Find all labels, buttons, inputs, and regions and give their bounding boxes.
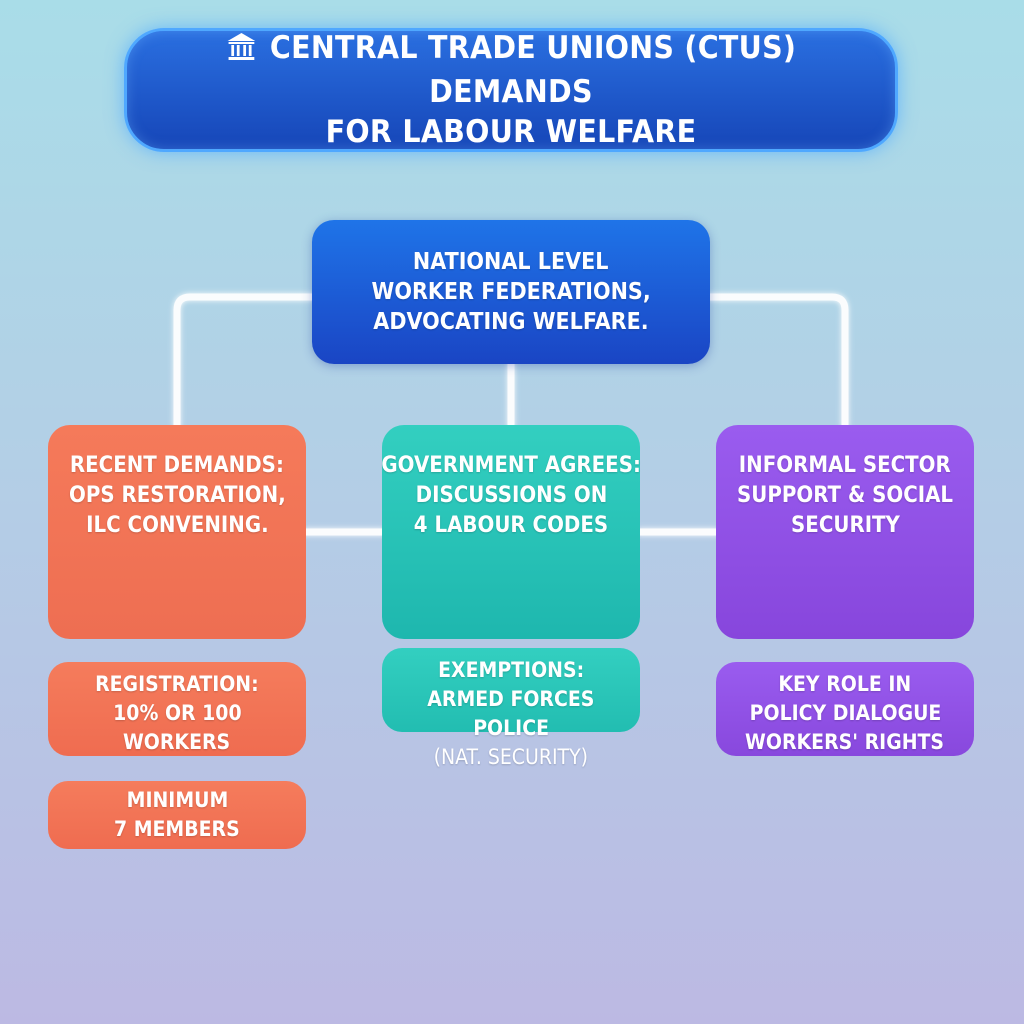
informal-line-2: SUPPORT & SOCIAL — [736, 483, 954, 508]
connector-right — [706, 293, 849, 429]
government-agrees-node: GOVERNMENT AGREES: DISCUSSIONS ON 4 LABO… — [381, 425, 641, 639]
minimum-members-node: MINIMUM 7 MEMBERS — [48, 781, 306, 849]
government-line-1: GOVERNMENT AGREES: — [381, 453, 641, 478]
registration-line-2: 10% OR 100 — [112, 701, 242, 725]
government-line-2: DISCUSSIONS ON — [415, 483, 607, 508]
informal-sector-node: INFORMAL SECTOR SUPPORT & SOCIAL SECURIT… — [716, 425, 974, 639]
informal-line-3: SECURITY — [790, 513, 900, 538]
title-banner: CENTRAL TRADE UNIONS (CTUS) DEMANDS FOR … — [124, 28, 898, 152]
exemptions-line-2: ARMED FORCES — [427, 687, 595, 711]
national-line-2: WORKER FEDERATIONS, — [371, 279, 651, 305]
connector-left — [173, 293, 316, 429]
registration-line-1: REGISTRATION: — [95, 672, 259, 696]
exemptions-node: EXEMPTIONS: ARMED FORCES POLICE (NAT. SE… — [382, 648, 640, 769]
title-line-2: FOR LABOUR WELFARE — [325, 114, 697, 150]
title-line-1: CENTRAL TRADE UNIONS (CTUS) DEMANDS — [269, 30, 797, 110]
exemptions-line-3: POLICE — [473, 716, 549, 740]
exemptions-line-1: EXEMPTIONS: — [437, 658, 585, 682]
registration-line-3: WORKERS — [123, 730, 231, 754]
key-role-node: KEY ROLE IN POLICY DIALOGUE WORKERS' RIG… — [716, 662, 974, 756]
institution-icon — [226, 32, 257, 72]
recent-demands-node: RECENT DEMANDS: OPS RESTORATION, ILC CON… — [48, 425, 306, 639]
recent-demands-line-3: ILC CONVENING. — [85, 513, 269, 538]
national-line-1: NATIONAL LEVEL — [413, 249, 609, 275]
national-line-3: ADVOCATING WELFARE. — [373, 309, 649, 335]
minimum-line-2: 7 MEMBERS — [114, 817, 240, 841]
registration-node: REGISTRATION: 10% OR 100 WORKERS — [48, 662, 306, 756]
government-line-3: 4 LABOUR CODES — [413, 513, 609, 538]
exemptions-line-4: (NAT. SECURITY) — [433, 745, 589, 769]
national-level-node: NATIONAL LEVEL WORKER FEDERATIONS, ADVOC… — [312, 220, 710, 364]
informal-line-1: INFORMAL SECTOR — [738, 453, 951, 478]
key-role-line-3: WORKERS' RIGHTS — [745, 730, 945, 754]
recent-demands-line-2: OPS RESTORATION, — [68, 483, 286, 508]
key-role-line-1: KEY ROLE IN — [778, 672, 912, 696]
minimum-line-1: MINIMUM — [126, 788, 228, 812]
key-role-line-2: POLICY DIALOGUE — [749, 701, 941, 725]
recent-demands-line-1: RECENT DEMANDS: — [70, 453, 284, 478]
page-title: CENTRAL TRADE UNIONS (CTUS) DEMANDS FOR … — [158, 28, 865, 152]
